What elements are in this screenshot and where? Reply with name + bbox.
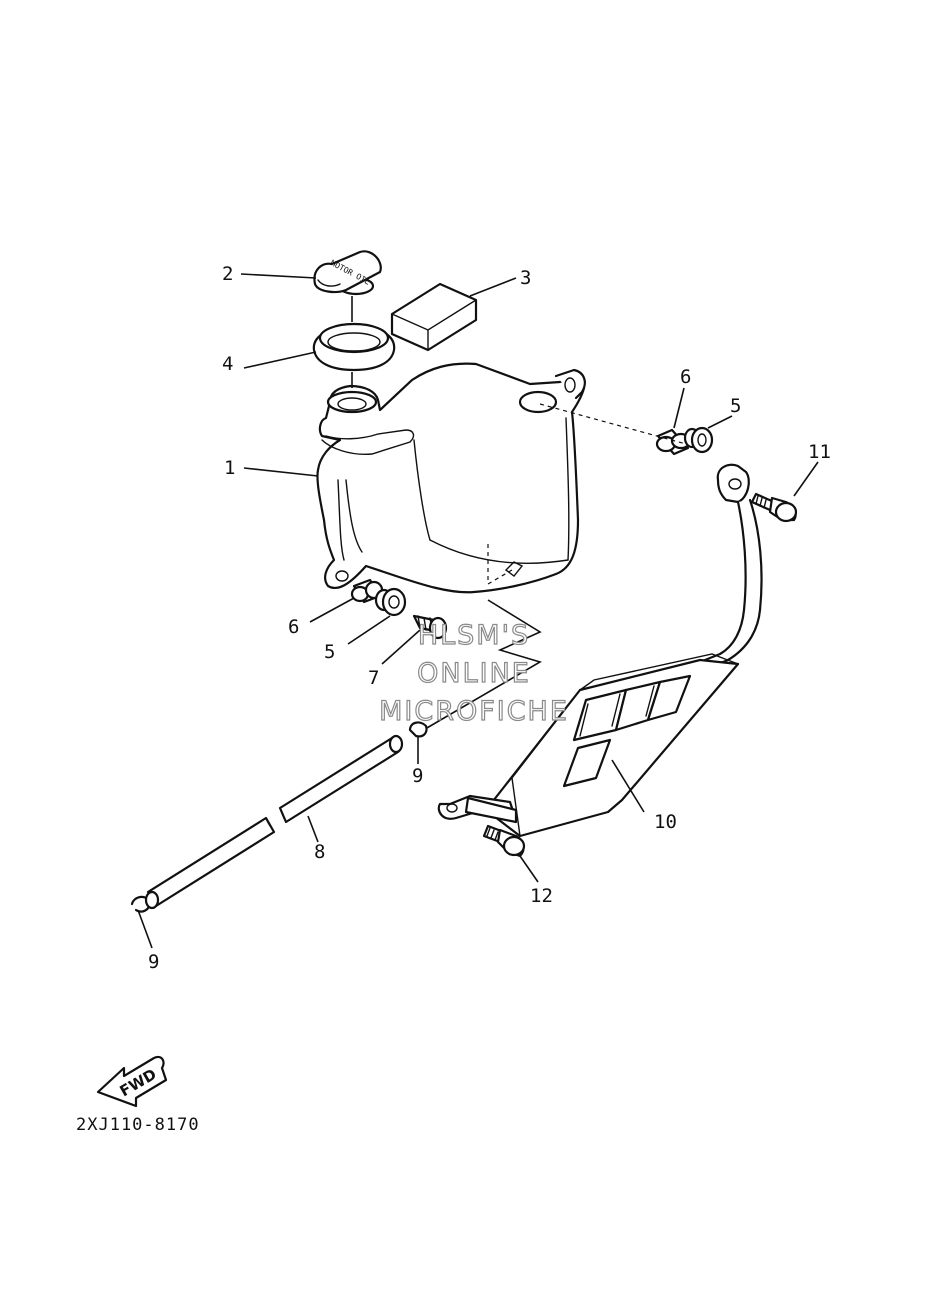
part-2-oil-cap[interactable]: MOTOR OIL bbox=[313, 250, 382, 296]
callout-6-upper: 6 bbox=[680, 366, 691, 388]
part-11-bolt[interactable] bbox=[750, 492, 798, 523]
watermark-line-3: MICROFICHE bbox=[379, 696, 569, 727]
part-10-bracket[interactable] bbox=[437, 463, 763, 838]
callout-11: 11 bbox=[808, 441, 831, 463]
callout-2: 2 bbox=[222, 263, 233, 285]
callout-8: 8 bbox=[314, 841, 325, 863]
callout-1: 1 bbox=[224, 457, 235, 479]
callout-9-lower: 9 bbox=[148, 951, 159, 973]
callout-4: 4 bbox=[222, 353, 233, 375]
callout-12: 12 bbox=[530, 885, 553, 907]
fwd-arrow-icon: FWD bbox=[96, 1055, 168, 1108]
callout-5-upper: 5 bbox=[730, 395, 741, 417]
part-5-grommet-lower[interactable] bbox=[374, 587, 407, 617]
hose-route-line bbox=[539, 403, 687, 445]
part-7-fitting[interactable] bbox=[412, 614, 448, 640]
hose-route-zigzag bbox=[419, 599, 542, 733]
watermark-line-1: HLSM'S bbox=[418, 620, 530, 651]
part-8-hose[interactable] bbox=[144, 734, 404, 910]
part-1-oil-tank[interactable] bbox=[316, 362, 586, 594]
diagram-code: 2XJ110-8170 bbox=[76, 1115, 200, 1135]
callout-3: 3 bbox=[520, 267, 531, 289]
callout-7: 7 bbox=[368, 667, 379, 689]
part-9-clip-upper[interactable] bbox=[408, 721, 428, 738]
callout-5-lower: 5 bbox=[324, 641, 335, 663]
leader-lines bbox=[137, 273, 819, 949]
watermark-line-2: ONLINE bbox=[417, 658, 531, 689]
callout-numbers: 1 2 3 4 6 5 11 6 5 7 9 10 8 12 9 bbox=[148, 263, 831, 973]
callout-9-upper: 9 bbox=[412, 765, 423, 787]
part-12-bolt[interactable] bbox=[482, 824, 526, 858]
part-4-filler-ring[interactable] bbox=[312, 322, 396, 372]
part-3-block[interactable] bbox=[390, 282, 478, 352]
part-5-grommet-upper[interactable] bbox=[683, 426, 714, 454]
watermark: HLSM'S ONLINE MICROFICHE bbox=[378, 619, 569, 727]
callout-10: 10 bbox=[654, 811, 677, 833]
callout-6-lower: 6 bbox=[288, 616, 299, 638]
